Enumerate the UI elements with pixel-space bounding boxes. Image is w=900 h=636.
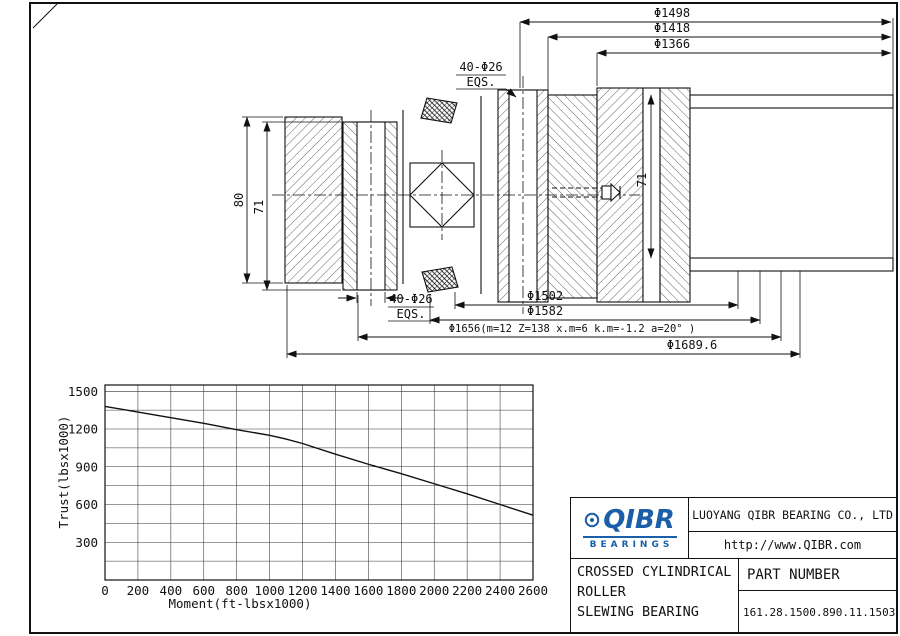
chart-y-axis-label: Trust(lbsx1000) — [56, 416, 71, 529]
corner-fold-mark — [32, 2, 59, 29]
chart-plot-frame — [104, 384, 534, 581]
x-tick-label: 1200 — [287, 583, 317, 598]
outer-ring-section — [284, 116, 343, 284]
product-line-3: SLEWING BEARING — [577, 604, 699, 620]
y-tick-label: 600 — [75, 497, 98, 512]
x-tick-label: 400 — [160, 583, 183, 598]
logo-text: QIBR — [603, 504, 675, 535]
bearing-cross-section — [272, 18, 894, 314]
dim-label-1366: Φ1366 — [654, 37, 690, 51]
inner-ring-section-4 — [659, 87, 691, 303]
x-tick-label: 1400 — [320, 583, 350, 598]
x-tick-label: 600 — [192, 583, 215, 598]
capacity-curve — [104, 405, 534, 516]
x-tick-label: 1000 — [255, 583, 285, 598]
dim-label-height-71-left: 71 — [252, 200, 266, 214]
x-tick-label: 1600 — [353, 583, 383, 598]
title-block: QIBR BEARINGS LUOYANG QIBR BEARING CO., … — [570, 497, 897, 633]
dim-label-1502: Φ1502 — [527, 289, 563, 303]
x-tick-label: 800 — [225, 583, 248, 598]
bearing-logo-icon — [584, 507, 600, 533]
x-tick-label: 1800 — [386, 583, 416, 598]
part-number-value: 161.28.1500.890.11.1503 — [743, 605, 896, 619]
logo-divider — [582, 535, 677, 538]
company-website: http://www.QIBR.com — [689, 532, 896, 559]
dim-label-1418: Φ1418 — [654, 21, 690, 35]
seal-top — [420, 97, 458, 124]
grease-fitting-icon — [601, 182, 621, 203]
product-line-1: CROSSED CYLINDRICAL — [577, 564, 732, 580]
sheet-frame — [29, 2, 898, 634]
logo-subtitle: BEARINGS — [589, 539, 674, 550]
dim-label-1689-6: Φ1689.6 — [667, 338, 718, 352]
top-flange-band — [689, 94, 894, 109]
x-tick-label: 200 — [127, 583, 150, 598]
bolt-callout-bottom-line1: 40-Φ26 — [389, 292, 432, 306]
part-number-label: PART NUMBER — [739, 559, 896, 591]
dim-label-1656-gear: Φ1656(m=12 Z=138 x.m=6 k.m=-1.2 a=20° ) — [449, 323, 696, 335]
bolt-callout-bottom-line2: EQS. — [397, 307, 426, 321]
y-tick-label: 1500 — [68, 384, 98, 399]
x-tick-label: 2400 — [485, 583, 515, 598]
y-tick-label: 300 — [75, 535, 98, 550]
x-tick-label: 2600 — [518, 583, 548, 598]
dim-label-1498: Φ1498 — [654, 6, 690, 20]
dimension-layer: Φ1498 Φ1418 Φ1366 40-Φ26 EQS. 80 71 71 4… — [232, 6, 892, 358]
y-tick-label: 900 — [75, 459, 98, 474]
seal-bottom — [421, 266, 459, 293]
product-line-2: ROLLER — [577, 584, 626, 600]
x-tick-label: 2200 — [452, 583, 482, 598]
x-tick-label: 0 — [101, 583, 109, 598]
qibr-logo: QIBR BEARINGS — [571, 498, 689, 559]
product-title: CROSSED CYLINDRICAL ROLLER SLEWING BEARI… — [571, 559, 739, 633]
dim-label-1582: Φ1582 — [527, 304, 563, 318]
chart-x-axis-label: Moment(ft-lbsx1000) — [169, 596, 312, 611]
x-tick-label: 2000 — [419, 583, 449, 598]
inner-ring-section-2 — [547, 94, 598, 299]
company-name: LUOYANG QIBR BEARING CO., LTD — [689, 498, 896, 532]
bolt-callout-top-line1: 40-Φ26 — [459, 60, 502, 74]
y-tick-label: 1200 — [68, 422, 98, 437]
bolt-callout-top-line2: EQS. — [467, 75, 496, 89]
dim-label-height-80: 80 — [232, 193, 246, 207]
ring-gap — [642, 87, 661, 303]
bottom-flange-band — [689, 257, 894, 272]
dim-label-height-71-right: 71 — [635, 173, 649, 187]
